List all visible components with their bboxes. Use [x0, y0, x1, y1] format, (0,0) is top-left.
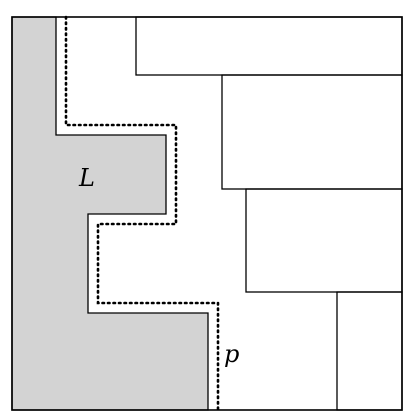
- rectangle-1: [135, 16, 403, 76]
- label-region-l: L: [78, 164, 95, 192]
- outer-square: [11, 16, 403, 411]
- shaded-region-l: [11, 16, 209, 411]
- rectangle-2: [221, 74, 403, 190]
- dotted-path-p: [64, 15, 220, 412]
- rectangle-3: [245, 188, 403, 293]
- label-path-p: p: [224, 340, 239, 368]
- rectangle-4: [336, 291, 403, 411]
